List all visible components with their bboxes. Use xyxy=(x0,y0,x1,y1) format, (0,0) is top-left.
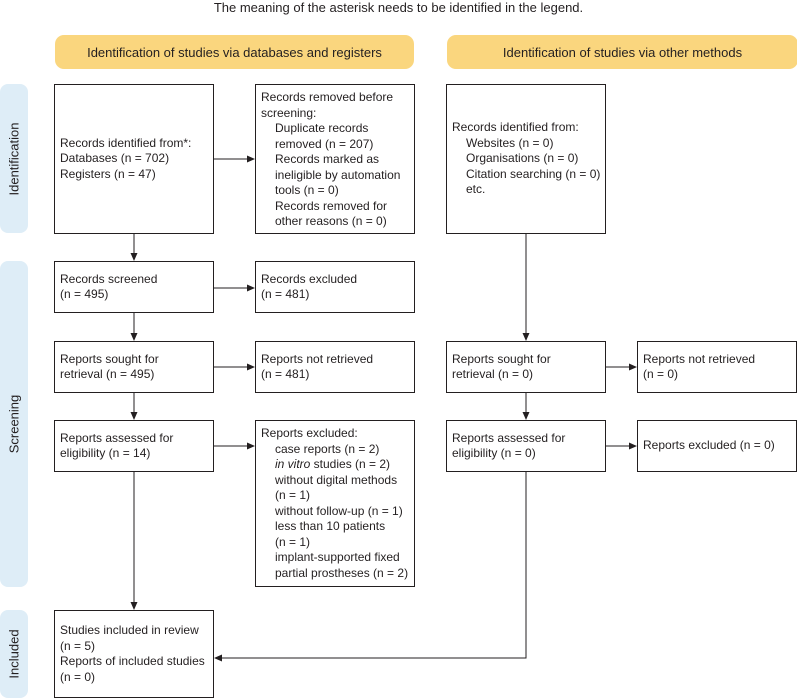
other-records-title: Records identified from: xyxy=(452,120,579,135)
box-reports-not-retrieved: Reports not retrieved (n = 481) xyxy=(255,341,415,393)
header-other-methods: Identification of studies via other meth… xyxy=(447,35,797,69)
box-reports-excluded: Reports excluded: case reports (n = 2) i… xyxy=(255,420,415,587)
box-records-identified: Records identified from*: Databases (n =… xyxy=(54,84,214,234)
studies-included-line: Studies included in review xyxy=(60,623,199,637)
box-studies-included: Studies included in review (n = 5) Repor… xyxy=(54,610,214,698)
other-reports-assessed-line: eligibility (n = 0) xyxy=(452,446,536,460)
header-databases: Identification of studies via databases … xyxy=(55,35,414,69)
reports-excluded-item: in vitro studies (n = 2) xyxy=(261,457,409,473)
records-identified-title: Records identified from*: xyxy=(60,135,192,150)
records-removed-item: other reasons (n = 0) xyxy=(275,214,387,228)
records-identified-registers: Registers (n = 47) xyxy=(60,166,156,181)
reports-excluded-item: (n = 1) xyxy=(275,488,311,502)
studies-included-line: (n = 5) xyxy=(60,638,96,653)
phase-screening: Screening xyxy=(0,261,28,587)
reports-excluded-item: (n = 1) xyxy=(275,534,311,549)
box-other-reports-excluded: Reports excluded (n = 0) xyxy=(637,420,797,472)
box-other-reports-assessed: Reports assessed for eligibility (n = 0) xyxy=(446,420,606,472)
other-records-item: Organisations (n = 0) xyxy=(466,151,579,166)
box-records-screened: Records screened (n = 495) xyxy=(54,261,214,313)
box-records-excluded: Records excluded (n = 481) xyxy=(255,261,415,313)
reports-excluded-item: without follow-up (n = 1) xyxy=(275,503,403,518)
reports-excluded-item: without digital methods xyxy=(275,472,398,487)
other-not-retrieved-line: (n = 0) xyxy=(643,367,679,381)
records-removed-item: Duplicate records xyxy=(275,121,369,135)
other-not-retrieved-line: Reports not retrieved xyxy=(643,351,756,366)
box-reports-sought: Reports sought for retrieval (n = 495) xyxy=(54,341,214,393)
records-screened-line: (n = 495) xyxy=(60,287,109,301)
records-removed-item: tools (n = 0) xyxy=(275,183,339,197)
reports-sought-line: Reports sought for xyxy=(60,351,159,366)
other-reports-sought-line: Reports sought for xyxy=(452,351,551,366)
records-screened-line: Records screened xyxy=(60,271,158,286)
reports-sought-line: retrieval (n = 495) xyxy=(60,367,155,381)
in-vitro-italic: in vitro xyxy=(275,457,311,471)
top-note: The meaning of the asterisk needs to be … xyxy=(213,0,584,15)
reports-not-retrieved-line: (n = 481) xyxy=(261,367,310,381)
reports-excluded-item: partial prostheses (n = 2) xyxy=(275,565,409,580)
other-records-item: Citation searching (n = 0) xyxy=(466,166,601,181)
reports-assessed-line: Reports assessed for xyxy=(60,430,174,445)
reports-excluded-item: case reports (n = 2) xyxy=(275,441,380,456)
records-removed-item: Records marked as xyxy=(275,152,380,166)
reports-assessed-line: eligibility (n = 14) xyxy=(60,446,151,460)
reports-excluded-item-rest: studies (n = 2) xyxy=(310,457,391,471)
reports-excluded-item: implant-supported fixed xyxy=(275,550,400,564)
records-removed-item: Records removed for xyxy=(275,198,388,213)
reports-not-retrieved-line: Reports not retrieved xyxy=(261,351,374,366)
studies-included-line: (n = 0) xyxy=(60,669,96,684)
box-reports-assessed: Reports assessed for eligibility (n = 14… xyxy=(54,420,214,472)
other-reports-excluded-line: Reports excluded (n = 0) xyxy=(643,438,775,453)
box-other-reports-sought: Reports sought for retrieval (n = 0) xyxy=(446,341,606,393)
box-other-records-identified: Records identified from: Websites (n = 0… xyxy=(446,84,606,234)
phase-included: Included xyxy=(0,610,28,698)
other-reports-assessed-line: Reports assessed for xyxy=(452,430,566,445)
records-removed-item: removed (n = 207) xyxy=(275,136,374,151)
arrow-other-assessed-to-included xyxy=(214,472,527,662)
records-excluded-line: (n = 481) xyxy=(261,287,310,301)
reports-excluded-item: less than 10 patients xyxy=(275,519,386,533)
studies-included-line: Reports of included studies xyxy=(60,654,205,668)
records-removed-title: Records removed before xyxy=(261,90,394,104)
reports-excluded-title: Reports excluded: xyxy=(261,426,358,440)
other-records-item: etc. xyxy=(466,182,486,197)
box-records-removed: Records removed before screening: Duplic… xyxy=(255,84,415,234)
records-removed-item: ineligible by automation xyxy=(275,167,401,182)
phase-identification: Identification xyxy=(0,84,28,233)
records-excluded-line: Records excluded xyxy=(261,271,358,286)
box-other-reports-not-retrieved: Reports not retrieved (n = 0) xyxy=(637,341,797,393)
other-reports-sought-line: retrieval (n = 0) xyxy=(452,367,534,381)
records-removed-title-2: screening: xyxy=(261,105,317,120)
other-records-item: Websites (n = 0) xyxy=(466,135,554,150)
records-identified-databases: Databases (n = 702) xyxy=(60,151,170,166)
